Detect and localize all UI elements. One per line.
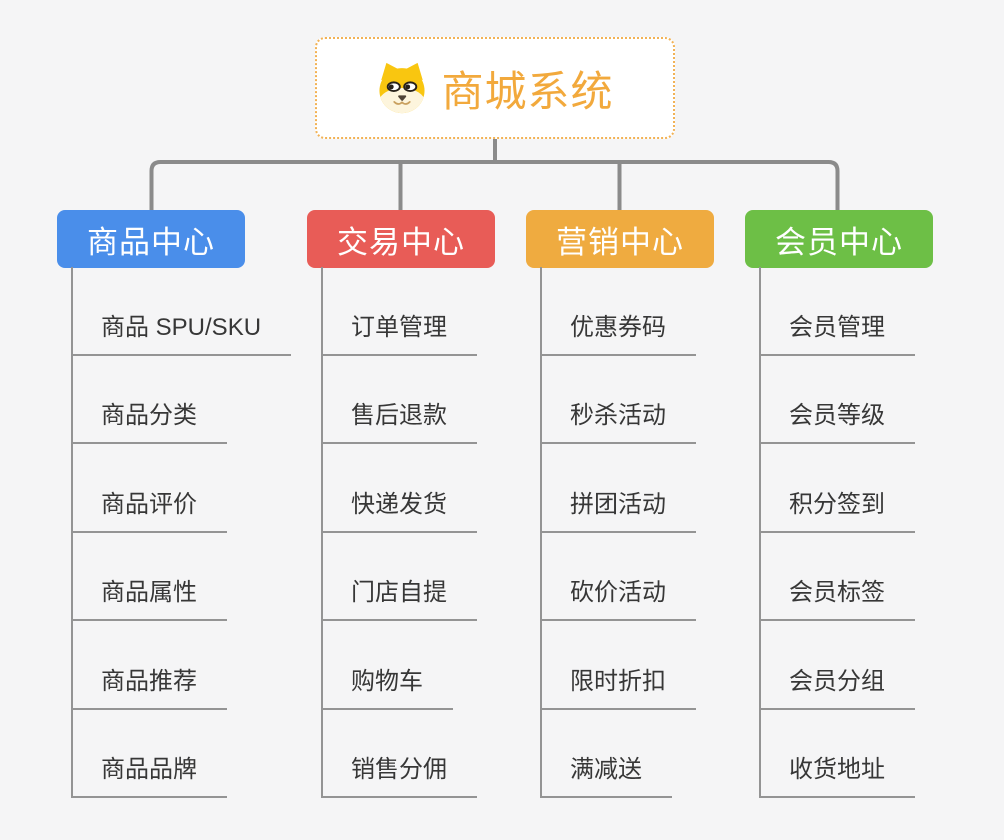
leaf-node[interactable]: 订单管理 xyxy=(323,314,477,356)
root-title: 商城系统 xyxy=(441,67,614,115)
leaf-node[interactable]: 商品分类 xyxy=(73,402,227,444)
branch-node-trade-center[interactable]: 交易中心 xyxy=(307,210,495,268)
leaf-node[interactable]: 砍价活动 xyxy=(542,579,696,621)
leaf-node[interactable]: 商品 SPU/SKU xyxy=(73,314,292,356)
leaf-node[interactable]: 商品评价 xyxy=(73,491,227,533)
leaf-node[interactable]: 会员标签 xyxy=(761,579,915,621)
leaf-node[interactable]: 会员分组 xyxy=(761,668,915,710)
leaf-node[interactable]: 会员等级 xyxy=(761,402,915,444)
branch-children-marketing-center: 优惠券码 秒杀活动 拼团活动 砍价活动 限时折扣 满减送 xyxy=(540,267,696,798)
leaf-node[interactable]: 优惠券码 xyxy=(542,314,696,356)
leaf-node[interactable]: 快递发货 xyxy=(323,491,477,533)
leaf-node[interactable]: 会员管理 xyxy=(761,314,915,356)
leaf-node[interactable]: 购物车 xyxy=(323,668,453,710)
dog-face-icon xyxy=(379,62,426,114)
leaf-node[interactable]: 商品品牌 xyxy=(73,756,227,798)
branch-node-product-center[interactable]: 商品中心 xyxy=(57,210,245,268)
branch-children-trade-center: 订单管理 售后退款 快递发货 门店自提 购物车 销售分佣 xyxy=(321,267,477,798)
branch-node-marketing-center[interactable]: 营销中心 xyxy=(526,210,714,268)
leaf-node[interactable]: 积分签到 xyxy=(761,491,915,533)
leaf-node[interactable]: 门店自提 xyxy=(323,579,477,621)
leaf-node[interactable]: 售后退款 xyxy=(323,402,477,444)
leaf-node[interactable]: 拼团活动 xyxy=(542,491,696,533)
leaf-node[interactable]: 收货地址 xyxy=(761,756,915,798)
leaf-node[interactable]: 满减送 xyxy=(542,756,672,798)
branch-children-member-center: 会员管理 会员等级 积分签到 会员标签 会员分组 收货地址 xyxy=(759,267,915,798)
root-node[interactable]: 商城系统 xyxy=(315,37,675,139)
leaf-node[interactable]: 商品属性 xyxy=(73,579,227,621)
branch-bracket-line xyxy=(149,160,840,211)
leaf-node[interactable]: 销售分佣 xyxy=(323,756,477,798)
branch-node-member-center[interactable]: 会员中心 xyxy=(745,210,933,268)
branch-children-product-center: 商品 SPU/SKU 商品分类 商品评价 商品属性 商品推荐 商品品牌 xyxy=(71,267,292,798)
leaf-node[interactable]: 秒杀活动 xyxy=(542,402,696,444)
leaf-node[interactable]: 限时折扣 xyxy=(542,668,696,710)
leaf-node[interactable]: 商品推荐 xyxy=(73,668,227,710)
